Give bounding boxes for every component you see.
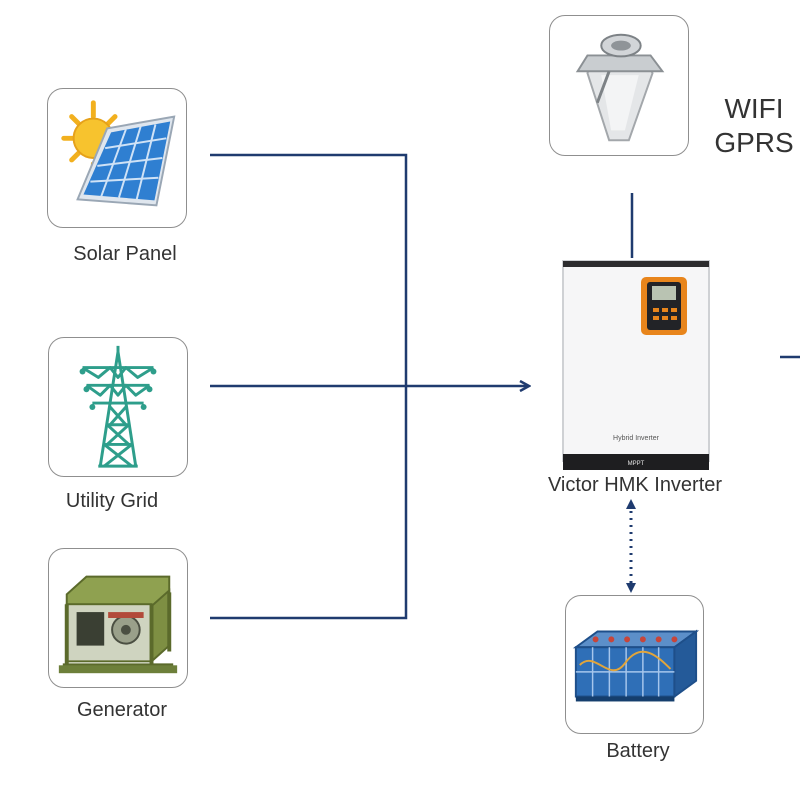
inverter-footer-text: MPPT (628, 461, 645, 467)
generator-card (48, 548, 188, 688)
solar-panel-icon (61, 100, 176, 207)
utility-grid-card (48, 337, 188, 477)
gprs-label: GPRS (714, 127, 794, 158)
wifi-label: WIFI (724, 93, 784, 124)
generator-icon (58, 575, 178, 674)
battery-icon (572, 629, 700, 702)
solar-connector (210, 153, 408, 386)
inverter-device: Hybrid Inverter MPPT (561, 258, 711, 472)
generator-connector (210, 386, 408, 620)
battery-card (565, 595, 704, 734)
communication-label: WIFI GPRS (712, 92, 796, 160)
inverter-model-text: Hybrid Inverter (613, 435, 660, 442)
battery-label: Battery (606, 740, 670, 762)
generator-label: Generator (76, 699, 168, 721)
solar-panel-label: Solar Panel (73, 243, 177, 265)
utility-grid-label: Utility Grid (65, 490, 159, 512)
wifi-dongle-card (549, 15, 689, 156)
inverter-label: Victor HMK Inverter (547, 474, 723, 496)
power-tower-icon (79, 345, 157, 468)
wifi-dongle-icon (575, 33, 665, 142)
solar-panel-card (47, 88, 187, 228)
inverter-icon: Hybrid Inverter MPPT (562, 260, 710, 470)
